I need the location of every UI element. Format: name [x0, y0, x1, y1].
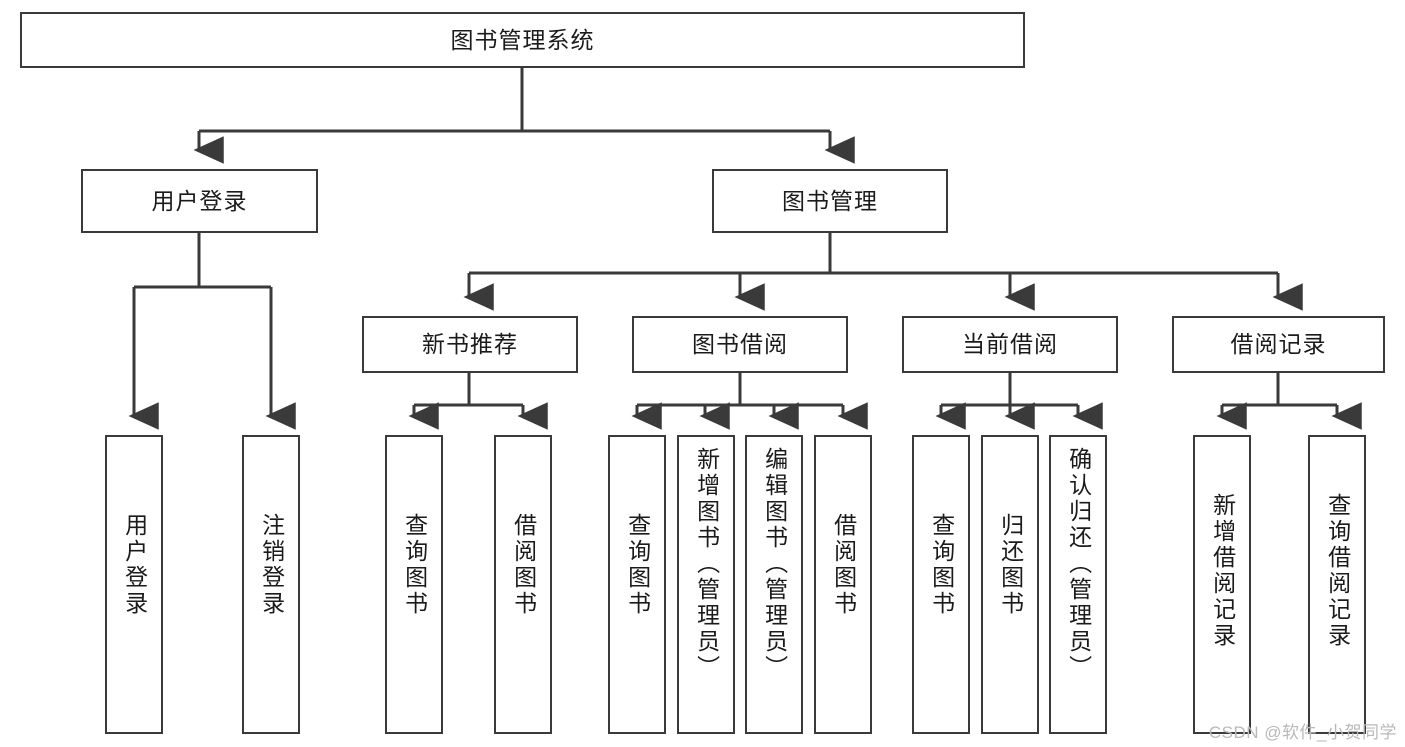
- leaf-label: 新增借阅记录: [1209, 493, 1236, 649]
- leaf-current-query-book[interactable]: 查询图书: [912, 435, 970, 734]
- node-user-login[interactable]: 用户登录: [81, 169, 318, 233]
- node-label: 当前借阅: [962, 331, 1058, 358]
- leaf-label: 借阅图书: [830, 513, 857, 617]
- leaf-label: 查询借阅记录: [1324, 493, 1351, 649]
- node-book-borrow[interactable]: 图书借阅: [632, 316, 848, 373]
- leaf-user-login-logout[interactable]: 注销登录: [242, 435, 300, 734]
- node-new-book-recommend[interactable]: 新书推荐: [362, 316, 578, 373]
- leaf-label: 查询图书: [401, 513, 428, 617]
- node-label: 图书借阅: [692, 331, 788, 358]
- leaf-label: 借阅图书: [510, 513, 537, 617]
- node-current-borrow[interactable]: 当前借阅: [902, 316, 1118, 373]
- node-label: 借阅记录: [1230, 331, 1327, 358]
- leaf-label: 新增图书（管理员）: [693, 447, 720, 681]
- leaf-borrow-edit-book-admin[interactable]: 编辑图书（管理员）: [745, 435, 803, 734]
- node-book-management[interactable]: 图书管理: [712, 169, 948, 233]
- node-label: 用户登录: [151, 187, 248, 214]
- node-root-book-management-system[interactable]: 图书管理系统: [20, 12, 1025, 68]
- leaf-recommend-query-book[interactable]: 查询图书: [385, 435, 443, 734]
- leaf-label: 查询图书: [624, 513, 651, 617]
- leaf-records-query-record[interactable]: 查询借阅记录: [1308, 435, 1366, 734]
- node-label: 图书管理: [782, 187, 878, 214]
- leaf-label: 注销登录: [258, 513, 285, 617]
- leaf-label: 编辑图书（管理员）: [761, 447, 788, 681]
- leaf-user-login-login[interactable]: 用户登录: [105, 435, 163, 734]
- leaf-label: 查询图书: [928, 513, 955, 617]
- leaf-borrow-add-book-admin[interactable]: 新增图书（管理员）: [677, 435, 735, 734]
- node-borrow-records[interactable]: 借阅记录: [1172, 316, 1385, 373]
- leaf-records-add-record[interactable]: 新增借阅记录: [1193, 435, 1251, 734]
- leaf-borrow-borrow-book[interactable]: 借阅图书: [814, 435, 872, 734]
- leaf-label: 用户登录: [121, 513, 148, 617]
- leaf-borrow-query-book[interactable]: 查询图书: [608, 435, 666, 734]
- node-label: 图书管理系统: [450, 26, 595, 53]
- leaf-label: 确认归还（管理员）: [1065, 447, 1092, 681]
- leaf-recommend-borrow-book[interactable]: 借阅图书: [494, 435, 552, 734]
- node-label: 新书推荐: [422, 331, 518, 358]
- leaf-current-confirm-return-admin[interactable]: 确认归还（管理员）: [1049, 435, 1107, 734]
- leaf-label: 归还图书: [997, 513, 1024, 617]
- leaf-current-return-book[interactable]: 归还图书: [981, 435, 1039, 734]
